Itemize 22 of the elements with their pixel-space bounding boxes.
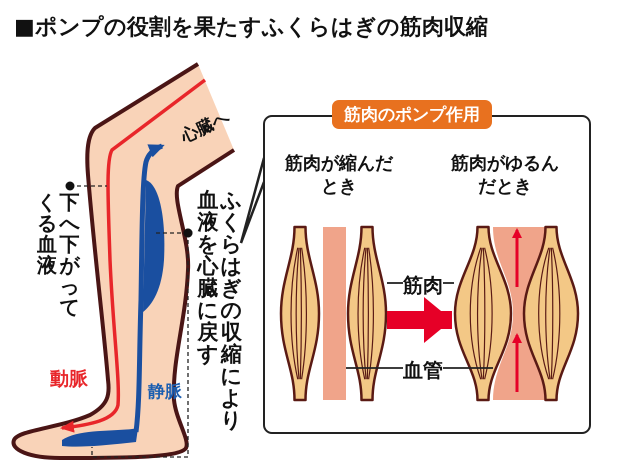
panel-subheading: 筋肉が縮んだとき — [285, 153, 393, 198]
muscle-drawing — [280, 227, 320, 400]
blood-vessel — [323, 227, 346, 400]
leader-line — [387, 282, 403, 284]
muscle-drawing — [523, 227, 579, 400]
part-label: 血管 — [403, 358, 443, 382]
callout-text: 下へ下がってくる血液 — [28, 186, 81, 318]
vessel-label: 動脈 — [50, 367, 88, 392]
panel-subheading: 筋肉がゆるんだとき — [451, 153, 559, 198]
leader-line — [91, 228, 192, 458]
panel-header: 筋肉のポンプ作用 — [332, 100, 492, 129]
leader-line — [443, 282, 454, 284]
callout-text: ふくらはぎの収縮により血液を心臓に戻す — [188, 183, 244, 432]
muscle-drawing — [454, 227, 512, 400]
part-label: 筋肉 — [403, 273, 443, 297]
blood-vessel — [493, 227, 545, 400]
title: ■ポンプの役割を果たすふくらはぎの筋肉収縮 — [14, 14, 488, 42]
leader-line — [346, 367, 403, 369]
arrow — [387, 297, 452, 343]
leader-line — [66, 182, 107, 190]
muscle-drawing — [347, 227, 387, 400]
vessel-label: 心臓へ — [177, 106, 234, 148]
